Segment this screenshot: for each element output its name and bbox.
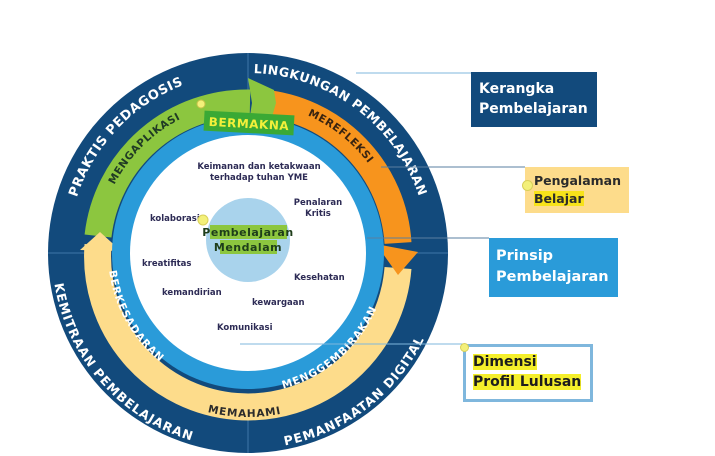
- merefleksi-segment: [260, 89, 412, 245]
- connector-dot-bermakna: [196, 99, 206, 109]
- mengaplikasi-segment: [84, 89, 251, 238]
- svg-text:MEMAHAMI: MEMAHAMI: [207, 403, 282, 420]
- dimension-kolaborasi: kolaborasi: [150, 214, 200, 224]
- dimension-keimanan-line1: Keimanan dan ketakwaan: [197, 162, 320, 172]
- dimension-kesehatan: Kesehatan: [294, 273, 345, 283]
- callout-prinsip-line1: Prinsip: [496, 248, 554, 264]
- callout-kerangka-line2: Pembelajaran: [479, 101, 588, 117]
- callout-pengalaman-line1: Pengalaman: [534, 173, 621, 188]
- center-highlight-2: [220, 240, 277, 254]
- callout-prinsip-pembelajaran: Prinsip Pembelajaran: [489, 238, 618, 297]
- connector-dot-kolaborasi: [197, 214, 209, 226]
- callout-kerangka-pembelajaran: Kerangka Pembelajaran: [471, 72, 597, 127]
- callout-pengalaman-line2: Belajar: [534, 191, 584, 206]
- dimension-kemandirian: kemandirian: [162, 288, 222, 298]
- dimension-komunikasi: Komunikasi: [217, 323, 273, 333]
- cream-arrow-head: [80, 232, 121, 251]
- callout-dimensi-line2: Profil Lulusan: [473, 374, 582, 390]
- connector-dot-dimensi: [460, 343, 469, 352]
- dimension-penalaran-line1: Penalaran: [294, 198, 342, 208]
- connector-dot-pengalaman: [522, 180, 533, 191]
- memahami-label: MEMAHAMI: [207, 403, 282, 420]
- center-title-line2: Mendalam: [214, 241, 282, 254]
- memahami-segment: [84, 243, 412, 421]
- dimension-keimanan-line2: terhadap tuhan YME: [210, 173, 308, 183]
- callout-kerangka-line1: Kerangka: [479, 81, 555, 97]
- dimension-kreatifitas: kreatifitas: [142, 259, 191, 269]
- callout-dimensi-profil-lulusan: Dimensi Profil Lulusan: [463, 344, 593, 402]
- center-highlight-1: [210, 225, 287, 239]
- dimension-kewargaan: kewargaan: [252, 298, 305, 308]
- callout-pengalaman-belajar: Pengalaman Belajar: [525, 167, 629, 213]
- callout-dimensi-line1: Dimensi: [473, 354, 537, 370]
- center-title-line1: Pembelajaran: [202, 226, 293, 239]
- bermakna-label: BERMAKNA: [208, 115, 289, 133]
- callout-prinsip-line2: Pembelajaran: [496, 269, 609, 285]
- bermakna-badge-bg: [203, 110, 295, 136]
- dimension-penalaran-line2: Kritis: [305, 209, 331, 219]
- orange-arrow-head: [376, 244, 418, 275]
